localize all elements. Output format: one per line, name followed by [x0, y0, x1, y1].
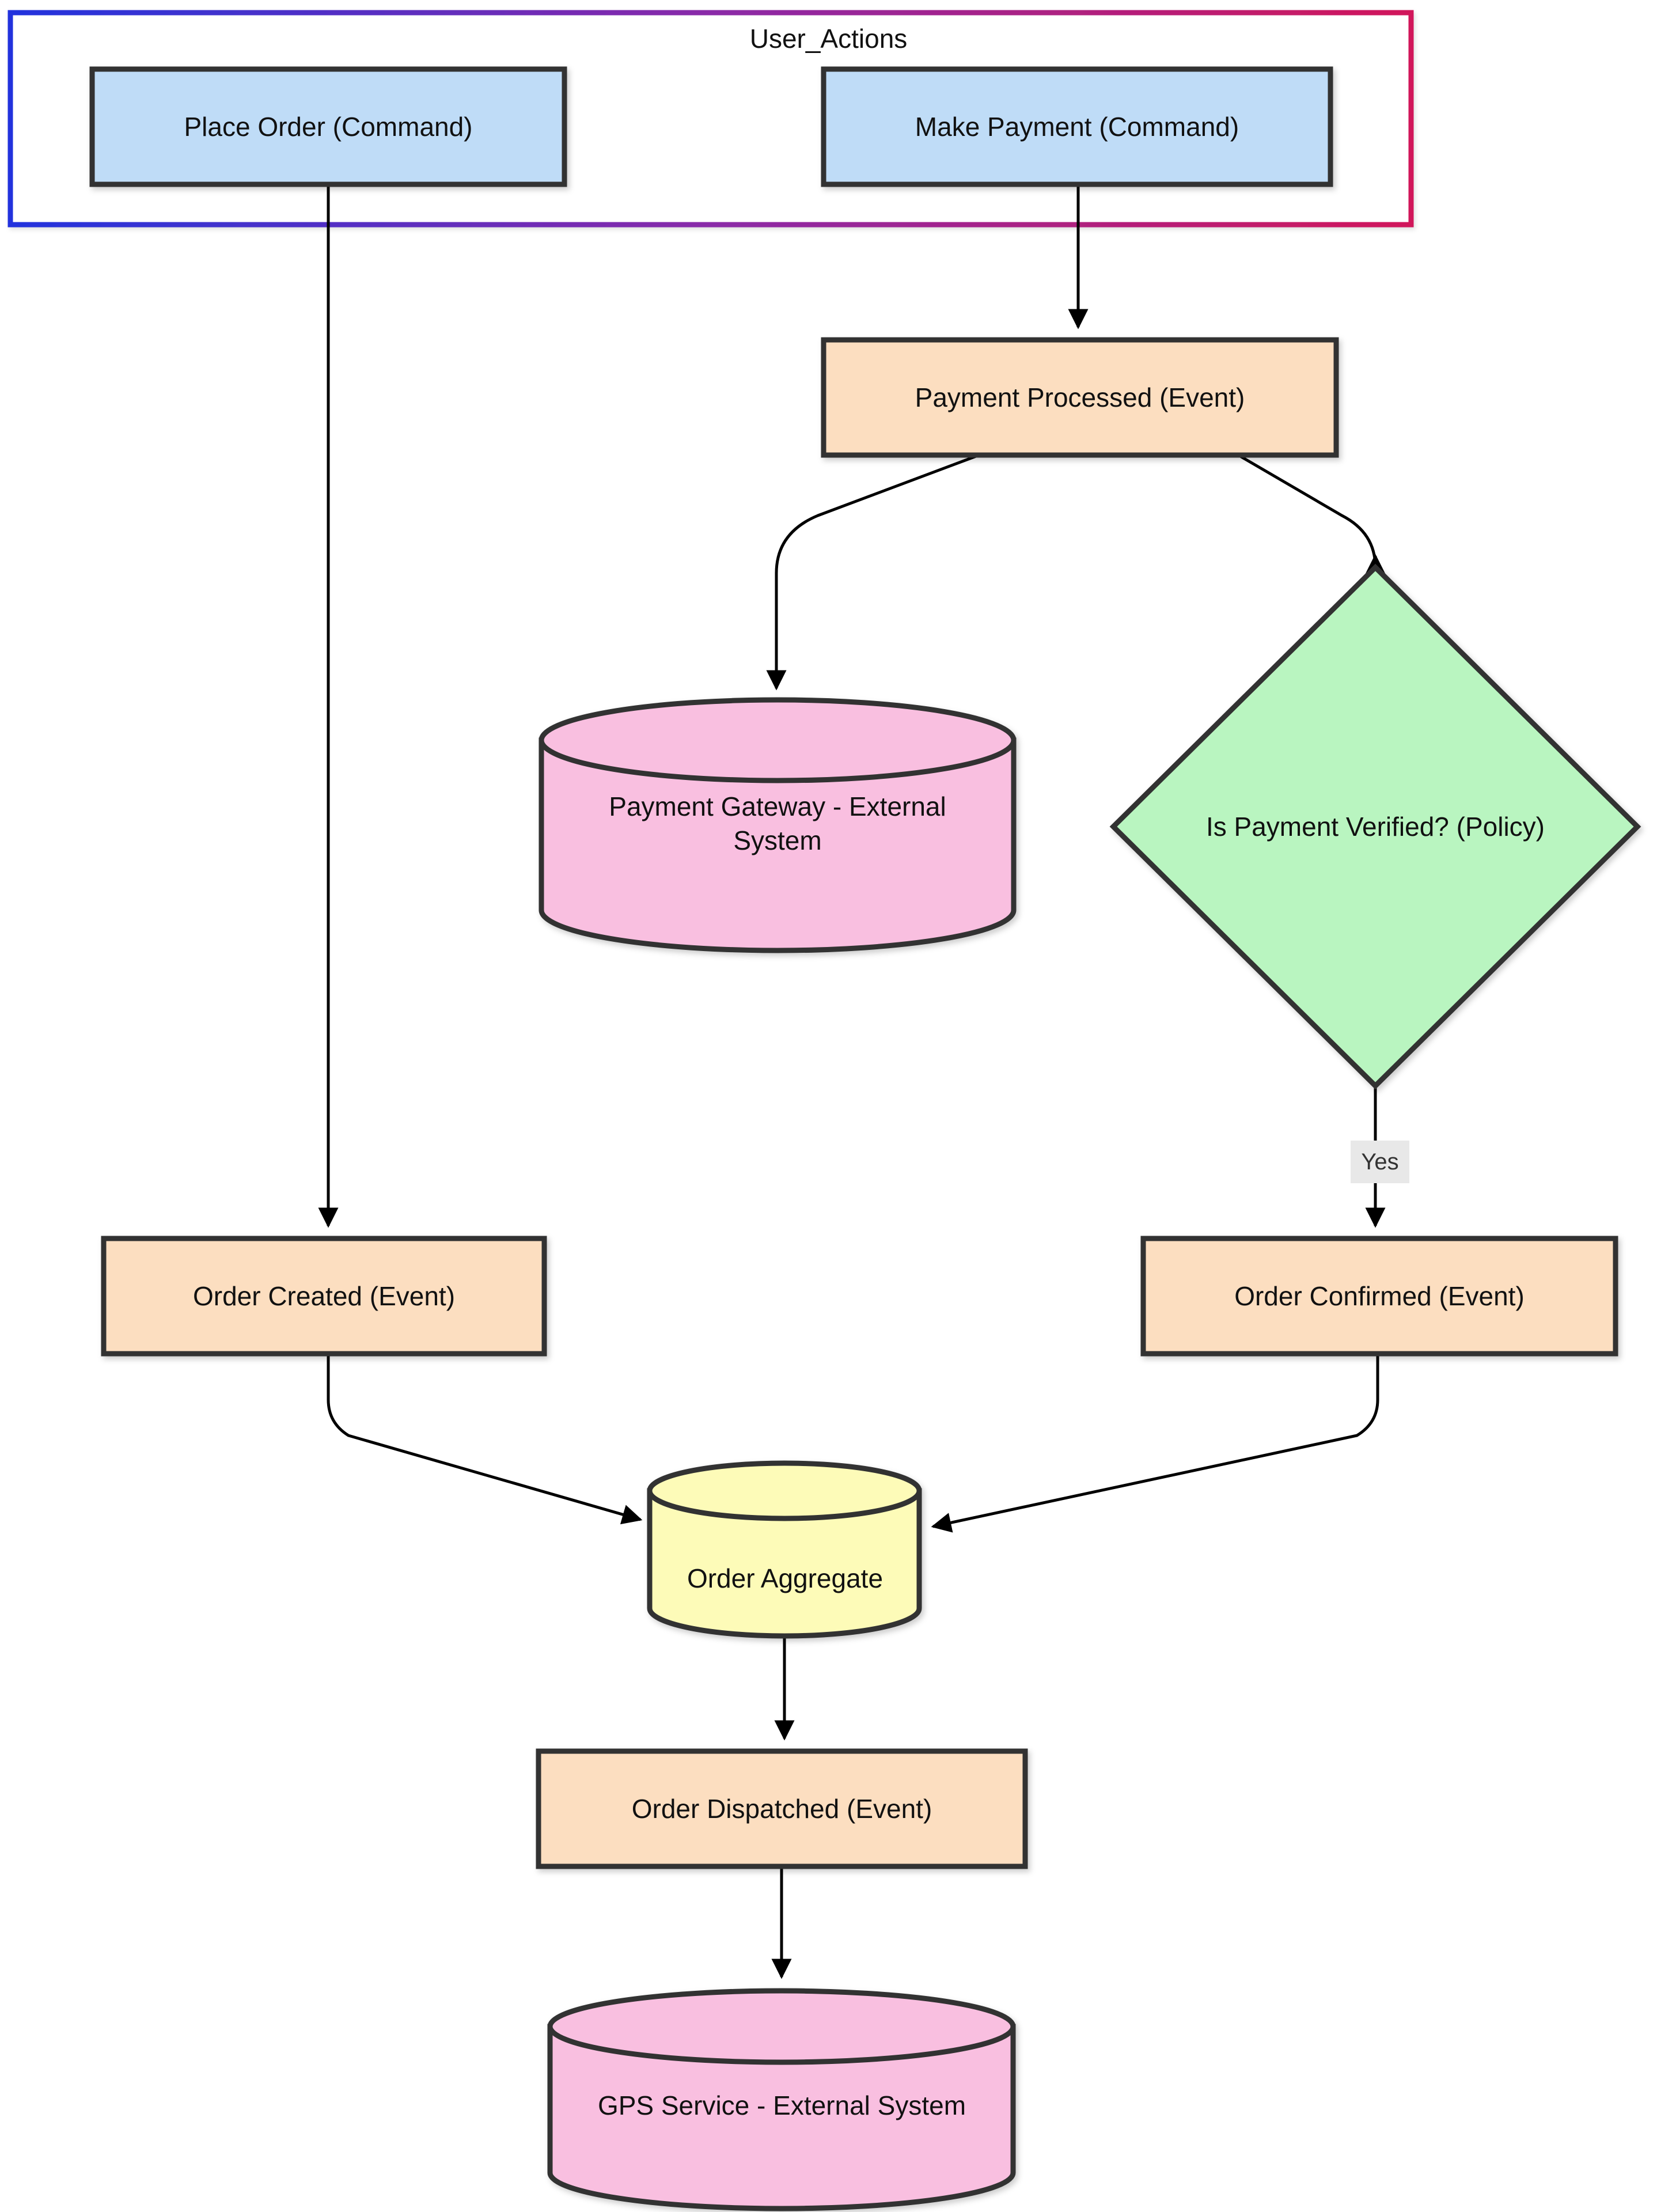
edge-order-created-to-order-aggregate — [327, 1354, 643, 1525]
edge-layer — [318, 184, 1386, 1979]
subgraph-title-user-actions: User_Actions — [749, 24, 908, 54]
node-order-aggregate[interactable] — [647, 1460, 922, 1639]
node-place-order[interactable] — [89, 66, 567, 187]
node-order-created[interactable] — [101, 1236, 547, 1357]
node-gps-service[interactable] — [547, 1988, 1016, 2211]
node-policy-is-payment-verified[interactable] — [1109, 563, 1641, 1090]
edge-payment-processed-to-policy — [1237, 453, 1386, 574]
node-payment-processed[interactable] — [821, 337, 1339, 458]
node-make-payment[interactable] — [821, 66, 1333, 187]
edge-order-confirmed-to-order-aggregate — [931, 1354, 1379, 1533]
node-payment-gateway[interactable] — [539, 697, 1017, 953]
node-order-confirmed[interactable] — [1140, 1236, 1618, 1357]
edge-label-yes: Yes — [1351, 1141, 1409, 1183]
edge-payment-processed-to-payment-gateway — [766, 453, 980, 691]
node-order-dispatched[interactable] — [536, 1748, 1028, 1869]
